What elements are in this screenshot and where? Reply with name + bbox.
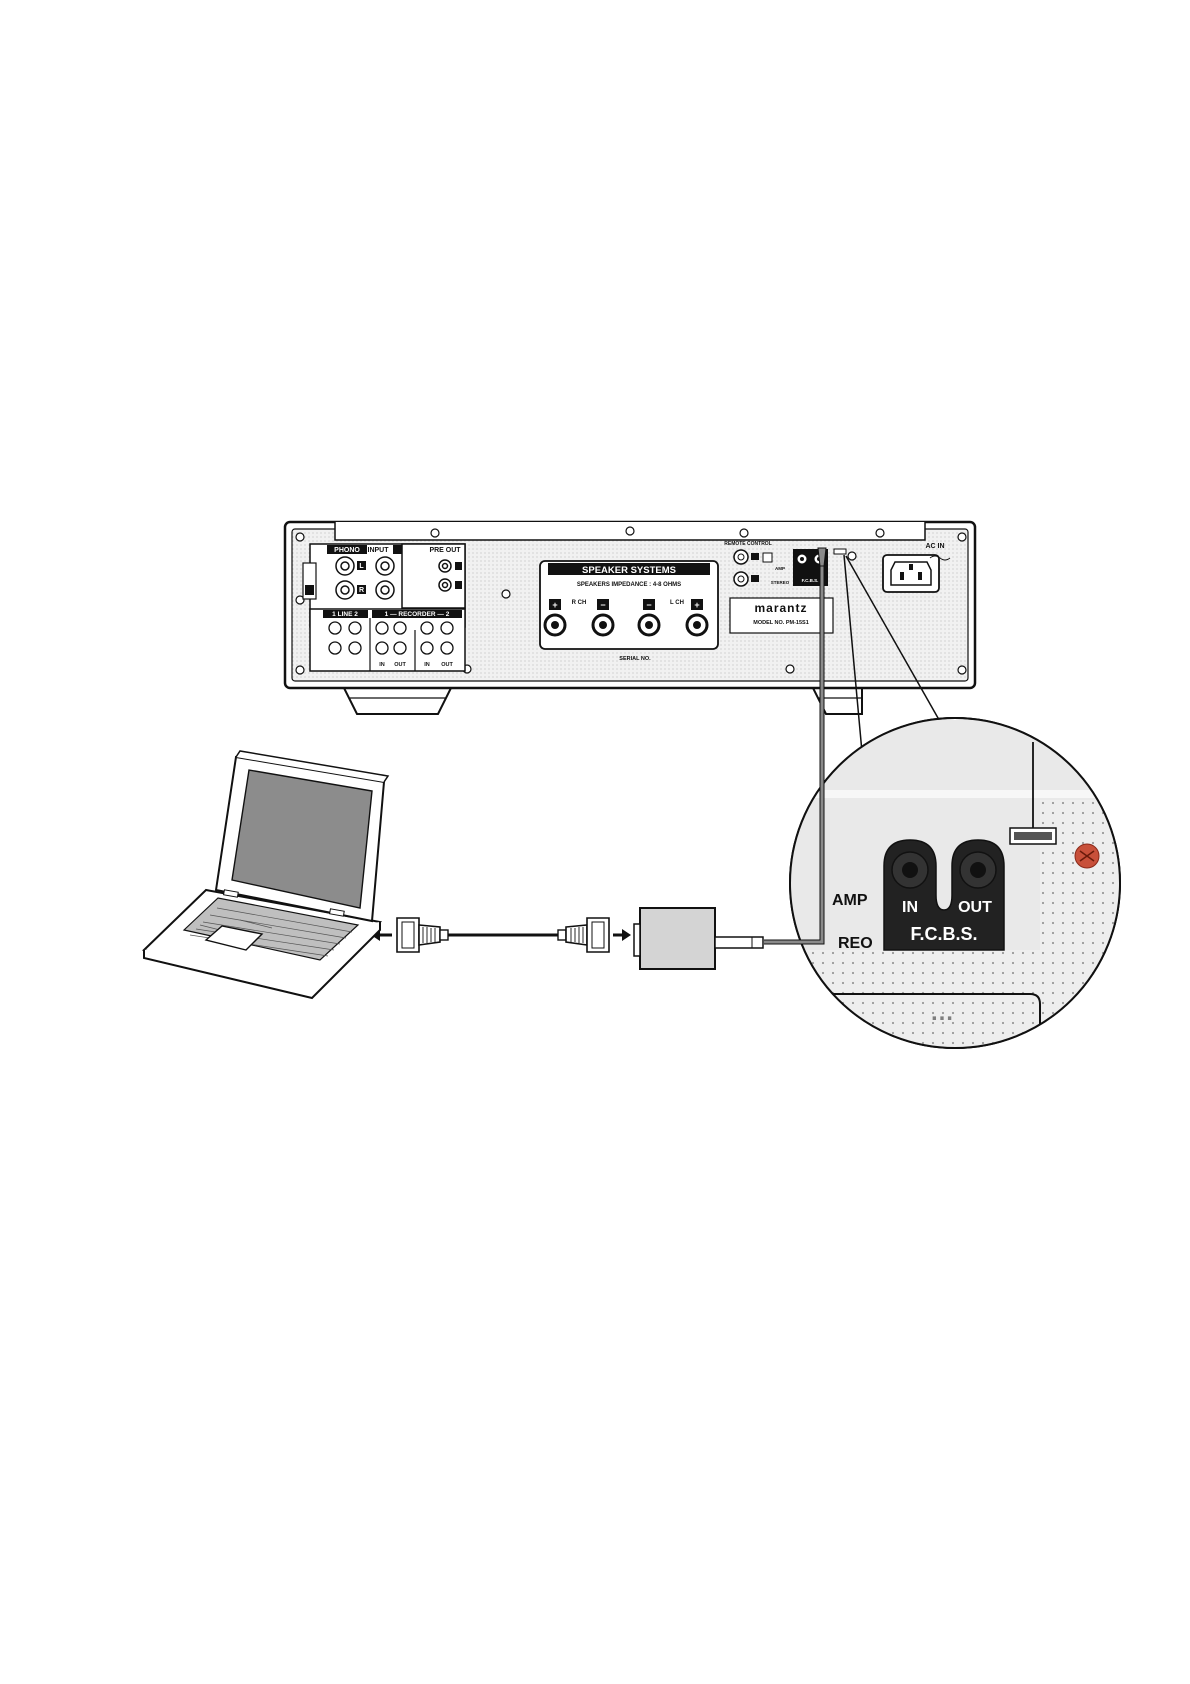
zoom-out-label: OUT	[958, 899, 992, 916]
amplifier-rear-panel: PHONO INPUT CD L R PRE OUT	[285, 522, 975, 714]
stereo-small-label: STEREO	[771, 580, 790, 585]
zoom-in-label: IN	[902, 899, 918, 916]
speaker-impedance-label: SPEAKERS IMPEDANCE : 4-8 OHMS	[577, 582, 681, 588]
input-l-label: L	[359, 563, 364, 570]
rs232-adapter-box	[634, 908, 763, 969]
svg-text:+: +	[552, 600, 557, 610]
arrow-right-icon	[613, 929, 631, 941]
model-number-label: MODEL NO. PM-15S1	[753, 620, 809, 626]
pre-out-section: PRE OUT	[402, 544, 465, 608]
rs232-port-small	[834, 549, 846, 554]
fcbs-small-label: F.C.B.S.	[802, 578, 819, 583]
zoom-reo-label: REO	[838, 935, 873, 952]
r-ch-label: R CH	[572, 600, 587, 606]
serial-no-label: SERIAL NO.	[619, 656, 651, 662]
rec1-in-label: IN	[379, 662, 385, 668]
input-r-label: R	[359, 587, 364, 594]
zoom-amp-label: AMP	[832, 892, 868, 909]
remote-control-label: REMOTE CONTROL	[724, 541, 772, 547]
ac-in-label: AC IN	[925, 543, 944, 550]
fcbs-zoom-detail: … IN OUT F.C.B.S. AMP REO	[790, 718, 1120, 1050]
amplifier-foot-left	[343, 686, 452, 714]
phono-label: PHONO	[334, 547, 360, 554]
laptop-icon	[144, 751, 388, 998]
serial-cable	[371, 918, 631, 952]
svg-text:−: −	[646, 600, 651, 610]
svg-text:−: −	[600, 600, 605, 610]
model-plate: marantz MODEL NO. PM-15S1	[730, 598, 833, 633]
input-label: INPUT	[368, 547, 390, 554]
zoom-fcbs-label: F.C.B.S.	[910, 924, 977, 944]
svg-text:+: +	[694, 600, 699, 610]
speaker-systems-title: SPEAKER SYSTEMS	[582, 565, 676, 576]
line-recorder-section: 1 LINE 2 1 — RECORDER — 2 IN OUT IN OUT	[310, 609, 465, 671]
amp-small-label: AMP	[775, 566, 785, 571]
rec2-in-label: IN	[424, 662, 430, 668]
pre-out-label: PRE OUT	[429, 547, 461, 554]
l-ch-label: L CH	[670, 600, 684, 606]
line-label: 1 LINE 2	[332, 611, 358, 618]
recorder-label: 1 — RECORDER — 2	[385, 611, 450, 618]
svg-text:…: …	[930, 999, 954, 1026]
brand-label: marantz	[754, 601, 807, 615]
speaker-systems-section: SPEAKER SYSTEMS SPEAKERS IMPEDANCE : 4-8…	[540, 561, 718, 649]
rec1-out-label: OUT	[394, 662, 406, 668]
rec2-out-label: OUT	[441, 662, 453, 668]
